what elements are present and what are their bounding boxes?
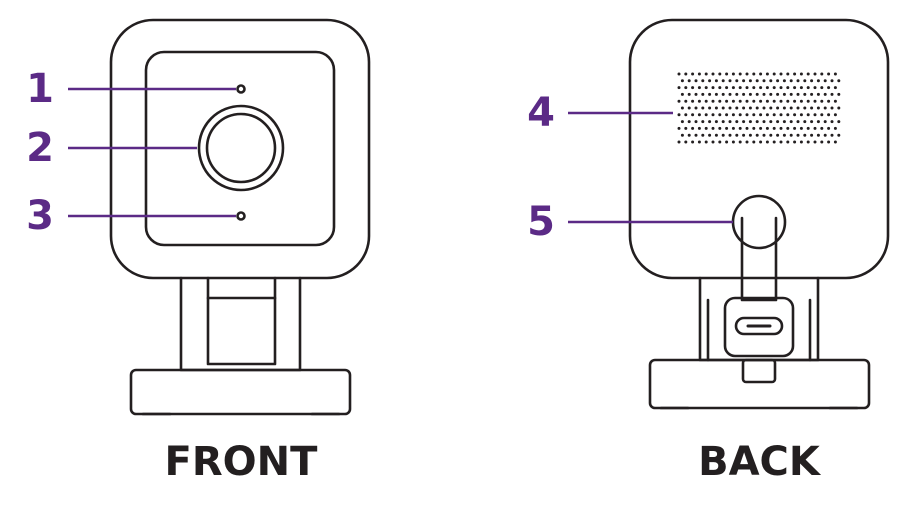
speaker-grille xyxy=(677,72,841,144)
callout-number-3: 3 xyxy=(26,193,54,239)
front-stand-arm xyxy=(179,276,302,372)
callout-number-2: 2 xyxy=(26,125,54,171)
power-cable xyxy=(740,216,778,302)
light-sensor xyxy=(236,84,246,94)
front-view-label: FRONT xyxy=(165,439,319,485)
back-base xyxy=(648,358,871,410)
back-camera-illustration xyxy=(628,18,890,410)
lens-outer xyxy=(197,104,285,192)
callout-number-5: 5 xyxy=(527,199,555,245)
microphone-hole xyxy=(236,211,246,221)
lens-inner xyxy=(205,112,277,184)
front-stand-inner xyxy=(206,276,277,366)
callout-number-4: 4 xyxy=(527,90,555,136)
usb-port-housing xyxy=(723,296,795,358)
back-view-label: BACK xyxy=(698,439,822,485)
micro-usb-port xyxy=(734,316,784,336)
back-housing xyxy=(628,18,890,280)
callout-number-1: 1 xyxy=(26,66,54,112)
front-base xyxy=(129,368,352,416)
